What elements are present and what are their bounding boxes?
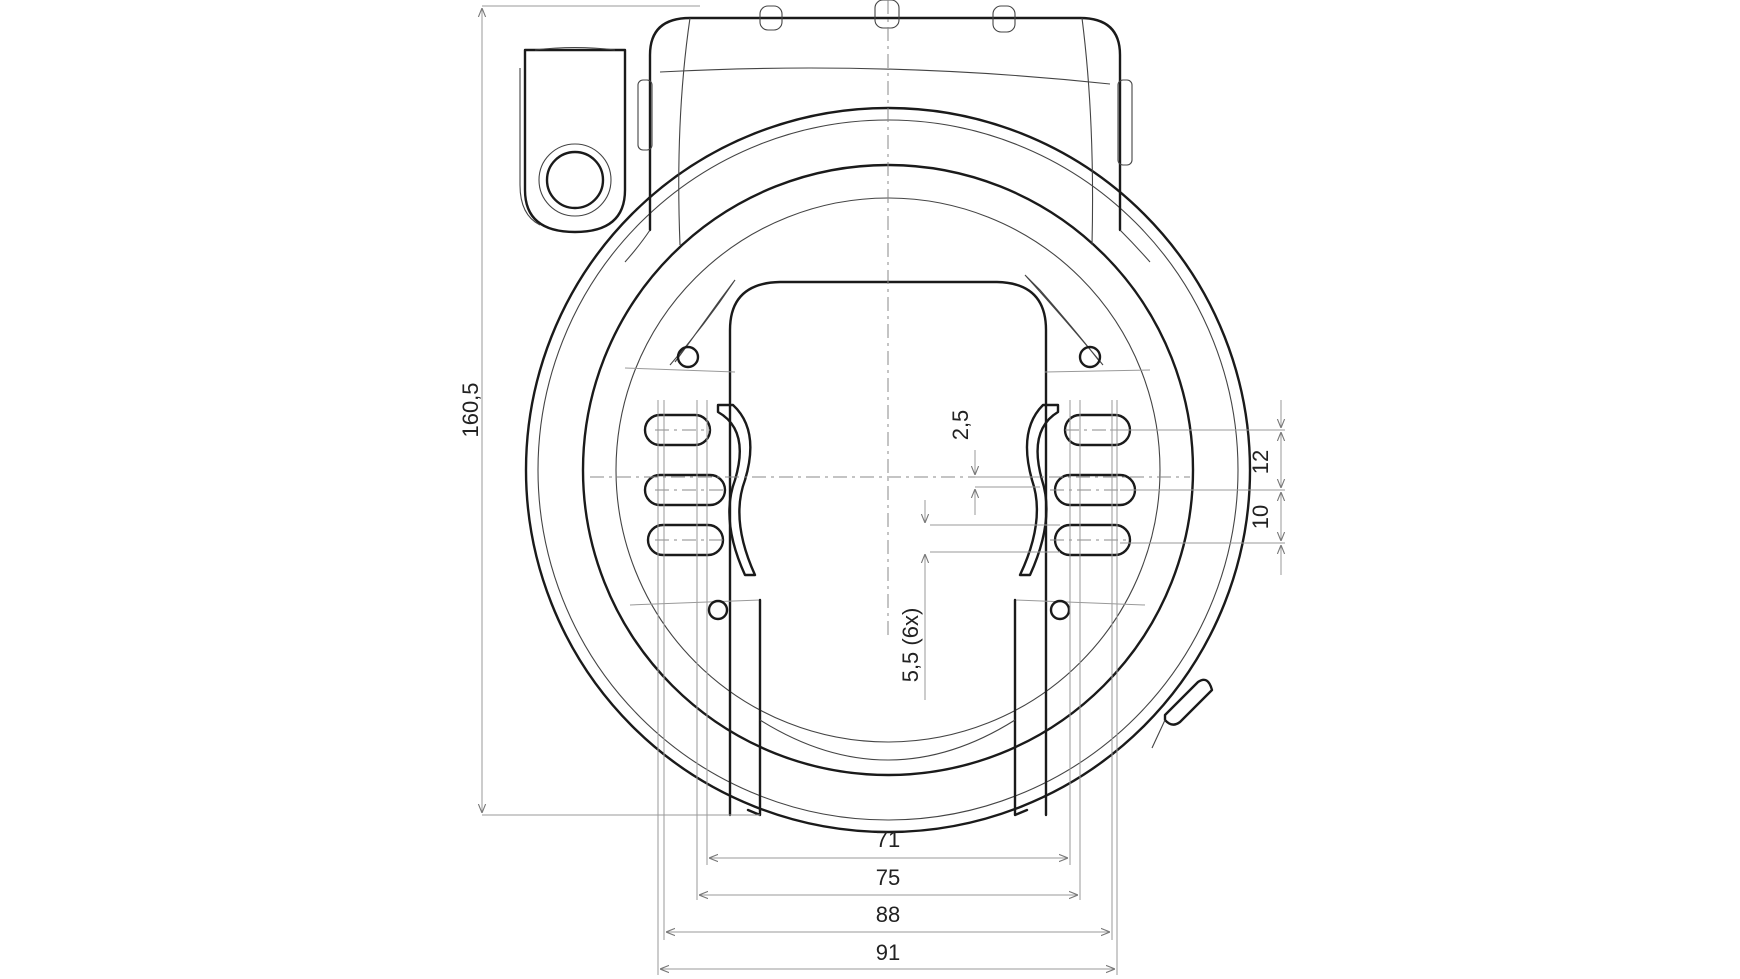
side-tab-right [1117, 79, 1133, 166]
housing-band [659, 67, 1111, 85]
top-bump-left [759, 5, 783, 31]
key-holder-hole [545, 150, 605, 210]
center-lines [590, 0, 1190, 640]
shackle-end-left [746, 598, 762, 817]
slot-left-1 [643, 413, 712, 447]
dim-width-75: 75 [876, 865, 900, 890]
dimension-labels: 160,5 2,5 5,5 (6x) 12 10 71 75 88 91 [458, 382, 1273, 965]
dim-width-88: 88 [876, 902, 900, 927]
housing-flare-left [624, 229, 651, 263]
key-holder [519, 46, 627, 234]
plate-line-top-right [1044, 369, 1151, 373]
guide-top-left [669, 279, 736, 366]
housing-flare-right [1119, 229, 1151, 263]
dim-width-71: 71 [876, 827, 900, 852]
rivet-bottom-right [1049, 599, 1071, 621]
side-tab-left [637, 79, 653, 151]
slot-right-3 [1053, 523, 1132, 557]
lock-body [519, 0, 1252, 834]
rivet-bottom-left [707, 599, 729, 621]
dim-hole-size: 5,5 (6x) [898, 608, 923, 683]
release-lever [1163, 678, 1214, 726]
mounting-slots-left [643, 413, 727, 557]
top-bump-right [992, 5, 1016, 33]
plate-line-top-left [624, 367, 736, 373]
shackle-end-right [1013, 598, 1029, 817]
dim-right-spacing-1: 12 [1248, 450, 1273, 474]
dim-right-spacing-2: 10 [1248, 505, 1273, 529]
dim-pitch-top: 2,5 [948, 410, 973, 441]
shackle-curve-left [716, 403, 757, 577]
dim-width-91: 91 [876, 940, 900, 965]
rivet-top-left [676, 345, 700, 369]
dim-height-total: 160,5 [458, 382, 483, 437]
slot-left-2 [643, 473, 727, 507]
plate-line-bottom-left [629, 599, 761, 606]
rivet-top-right [1078, 345, 1102, 369]
dimension-lines [482, 5, 1285, 975]
shackle-curve-right [1018, 403, 1060, 577]
housing-outline [648, 16, 1122, 232]
mounting-slots-right [1053, 413, 1137, 557]
guide-top-right [1024, 274, 1104, 366]
housing-inner-left [678, 17, 691, 246]
inner-bottom-arc [759, 719, 1016, 761]
housing-inner-right [1081, 17, 1094, 246]
top-bump-center [874, 0, 900, 29]
